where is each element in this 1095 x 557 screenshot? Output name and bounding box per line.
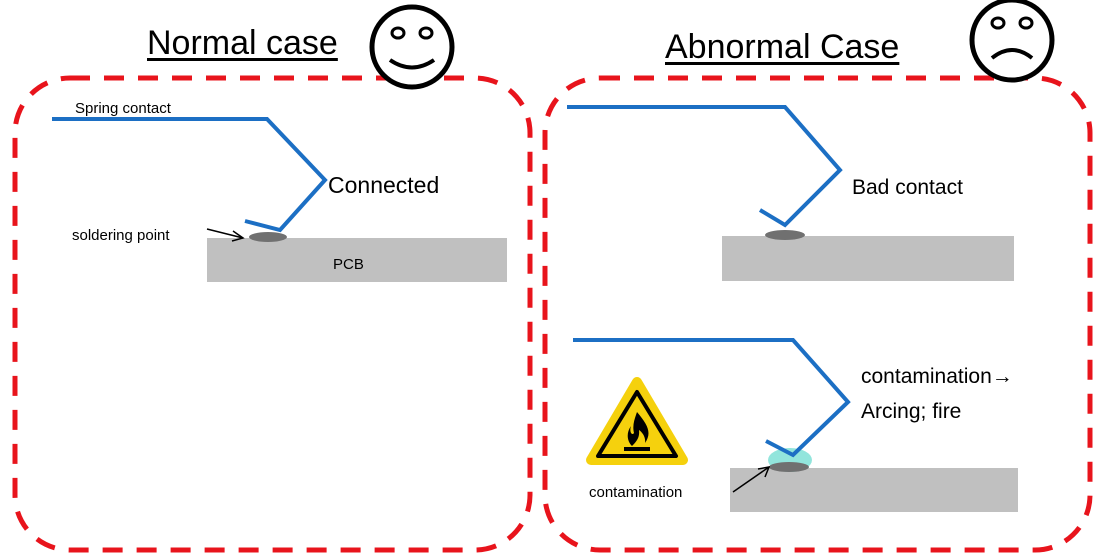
bad-contact-label: Bad contact xyxy=(852,176,963,199)
normal-soldering-point xyxy=(249,232,287,242)
soldering-point-label: soldering point xyxy=(72,227,170,244)
normal-case-boundary xyxy=(12,75,533,553)
contamination-arcing-label-line1: contamination→ xyxy=(861,365,1013,388)
contamination-soldering-point xyxy=(769,462,809,472)
normal-case-title: Normal case xyxy=(147,24,338,62)
bad-contact-soldering-point xyxy=(765,230,805,240)
bad-contact-spring xyxy=(567,105,843,228)
normal-spring-contact xyxy=(52,117,328,233)
normal-pcb xyxy=(207,238,507,282)
contamination-pcb xyxy=(730,468,1018,512)
contamination-arrow xyxy=(732,466,771,493)
contamination-arcing-label-line2: Arcing; fire xyxy=(861,400,962,423)
pcb-label: PCB xyxy=(333,256,364,273)
connected-label: Connected xyxy=(328,172,440,198)
spring-contact-label: Spring contact xyxy=(75,100,171,117)
bad-contact-pcb xyxy=(722,236,1014,281)
abnormal-case-title: Abnormal Case xyxy=(665,28,900,66)
contamination-label: contamination xyxy=(589,484,683,501)
sad-face-icon xyxy=(969,0,1055,83)
contamination-spring xyxy=(573,338,851,458)
soldering-point-arrow xyxy=(206,228,245,242)
smiley-face-icon xyxy=(369,4,455,90)
abnormal-case-boundary xyxy=(542,75,1093,553)
flammable-warning-icon xyxy=(586,377,688,465)
